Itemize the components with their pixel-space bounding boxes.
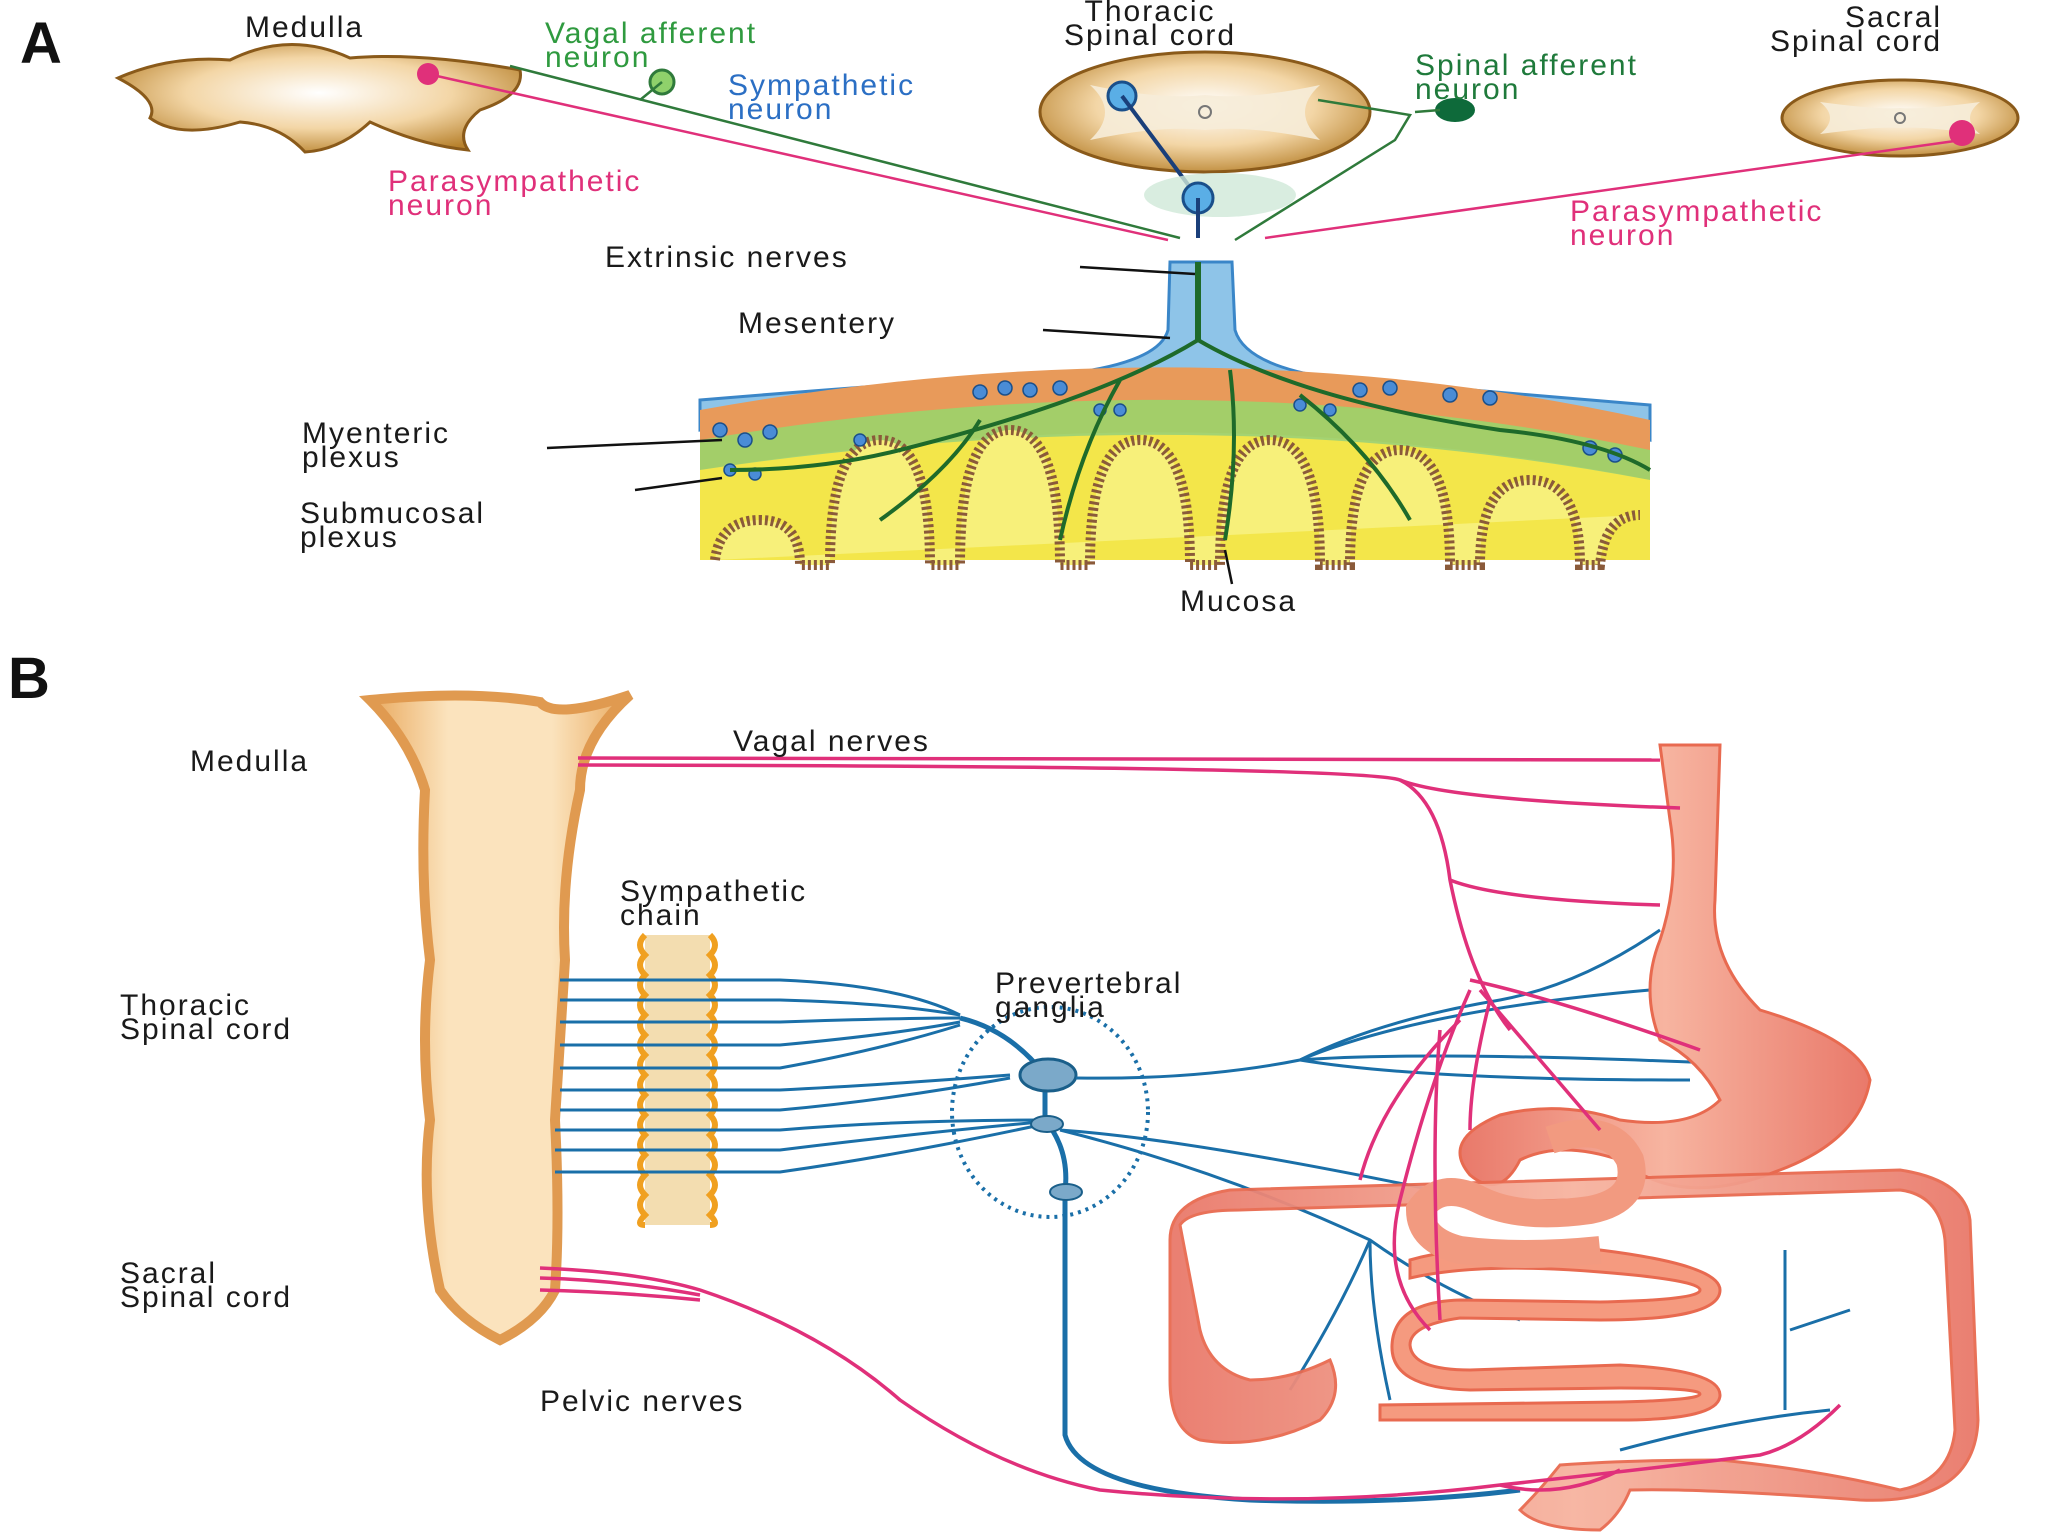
panel-a-letter: A [20, 11, 62, 76]
esophagus-stomach [1458, 743, 1872, 1190]
label-pelvic-nerves: Pelvic nerves [540, 1385, 745, 1418]
mucosa-folds [710, 424, 1641, 570]
label-extrinsic-nerves: Extrinsic nerves [605, 241, 849, 274]
intrinsic-branches [729, 338, 1652, 541]
label-spinal-afferent-neuron: Spinal afferent neuron [1415, 49, 1638, 106]
label-a-medulla: Medulla [245, 11, 365, 44]
medulla-section [114, 43, 522, 154]
label-myenteric-plexus: Myenteric plexus [302, 417, 451, 474]
label-mucosa: Mucosa [1180, 585, 1298, 618]
colon [1168, 1168, 1980, 1532]
inferior-mesenteric-ganglion [1049, 1183, 1083, 1201]
label-sympathetic-neuron: Sympathetic neuron [728, 69, 916, 126]
vagal-nerve-fibers [577, 756, 1701, 1332]
label-sympathetic-chain: Sympathetic chain [620, 875, 808, 932]
label-vagal-afferent-neuron: Vagal afferent neuron [545, 17, 758, 74]
panel-b-letter: B [8, 646, 50, 711]
sympathetic-ganglion-cloud [1144, 173, 1296, 217]
pelvic-nerve-fibers [539, 1266, 1842, 1501]
label-b-thoracic-spinal-cord: Thoracic Spinal cord [120, 989, 293, 1046]
label-submucosal-plexus: Submucosal plexus [300, 497, 486, 554]
thoracic-central-canal [1198, 105, 1212, 119]
label-vagal-nerves: Vagal nerves [733, 725, 930, 758]
label-parasympathetic-neuron-left: Parasympathetic neuron [388, 165, 642, 222]
label-a-thoracic-spinal-cord: Thoracic Spinal cord [1064, 0, 1237, 52]
prevertebral-ganglia-outline [950, 1005, 1150, 1219]
label-prevertebral-ganglia: Prevertebral ganglia [995, 967, 1183, 1024]
thoracic-grey-matter [1090, 85, 1320, 140]
label-mesentery: Mesentery [738, 307, 897, 340]
sympathetic-postganglionic-fibers [1059, 928, 1851, 1452]
superior-mesenteric-ganglion [1030, 1115, 1064, 1133]
small-intestine [1378, 1245, 1722, 1422]
sacral-parasympathetic-soma [1949, 120, 1975, 146]
celiac-ganglion [1018, 1057, 1078, 1093]
label-parasympathetic-neuron-right: Parasympathetic neuron [1570, 195, 1824, 252]
label-b-sacral-spinal-cord: Sacral Spinal cord [120, 1257, 293, 1314]
spinal-afferent-soma [1435, 98, 1475, 122]
sympathetic-preganglionic-fibers [555, 978, 1041, 1174]
plexus-ganglia [712, 380, 1623, 481]
label-a-sacral-spinal-cord: Sacral Spinal cord [1770, 1, 1943, 58]
spinal-cord-column [359, 690, 634, 1346]
label-b-medulla: Medulla [190, 745, 310, 778]
sympathetic-chain [637, 932, 718, 1228]
